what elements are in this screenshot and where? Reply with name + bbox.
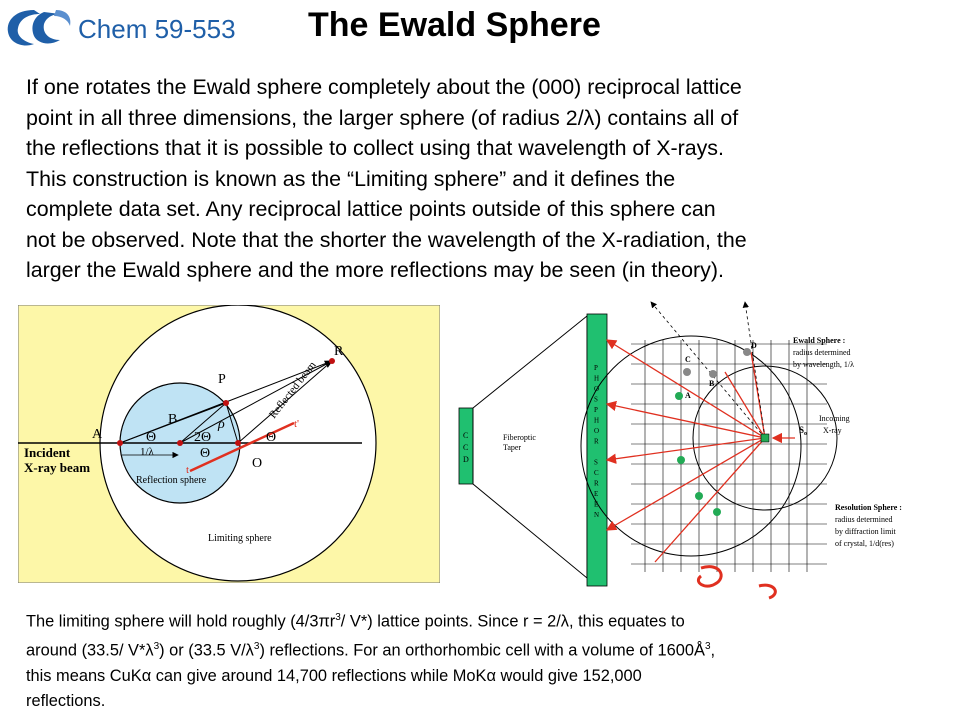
page-title: The Ewald Sphere <box>308 6 601 44</box>
limiting-sphere-label: Limiting sphere <box>208 533 272 544</box>
screen-letter: O <box>594 427 599 435</box>
point-r <box>329 358 335 364</box>
tangent-line <box>189 421 295 473</box>
ccd-letter: C <box>463 431 468 440</box>
screen-letter: S <box>594 396 598 404</box>
incoming-label-1: Incoming <box>819 414 850 423</box>
label-rho: ρ <box>217 417 225 432</box>
crystal <box>760 433 770 443</box>
ewald-title: Ewald Sphere : <box>793 336 845 345</box>
lattice-dot <box>683 368 691 376</box>
lattice-dot <box>695 492 703 500</box>
point-b <box>177 440 183 446</box>
screen-letter: R <box>594 438 599 446</box>
fiberoptic-taper <box>472 314 588 580</box>
phosphor-screen <box>586 313 608 587</box>
label-a: A <box>685 391 691 400</box>
incident-label-1: Incident <box>24 445 71 460</box>
label-two-theta: 2Θ <box>194 430 211 445</box>
intro-line: larger the Ewald sphere and the more ref… <box>26 258 724 282</box>
lattice-dot <box>677 456 685 464</box>
screen-letter: E <box>594 501 598 509</box>
screen-letter: N <box>594 511 599 519</box>
rotation-arrow-icon <box>696 565 723 588</box>
point-a <box>117 440 123 446</box>
resolution-desc-2: by diffraction limit <box>835 527 897 536</box>
label-one-over-lambda: 1/λ <box>140 446 155 458</box>
label-b: B <box>709 379 715 388</box>
intro-line: not be observed. Note that the shorter t… <box>26 227 747 252</box>
label-c: C <box>685 355 691 364</box>
label-theta-a: Θ <box>146 430 156 445</box>
label-o: O <box>252 456 262 471</box>
lattice-dot <box>713 508 721 516</box>
intro-line: If one rotates the Ewald sphere complete… <box>26 75 742 99</box>
screen-letter: H <box>594 375 599 383</box>
ewald-sphere <box>692 365 838 511</box>
university-logo <box>7 10 71 46</box>
screen-letter: R <box>594 480 599 488</box>
resolution-desc-3: of crystal, 1/d(res) <box>835 539 894 548</box>
screen-letter: C <box>594 469 599 477</box>
label-b: B <box>168 412 177 427</box>
screen-letter: H <box>594 417 599 425</box>
fiberoptic-label-1: Fiberoptic <box>503 433 536 442</box>
ewald-desc-2: by wavelength, 1/λ <box>793 360 854 369</box>
ccd-letter: D <box>463 455 469 464</box>
reflected-beam-line <box>179 360 333 444</box>
reflection-sphere-label: Reflection sphere <box>136 475 207 486</box>
ewald-construction-figure: A B P R O t t' ρ Θ 2Θ Θ Θ 1/λ Incident X… <box>18 305 440 583</box>
label-s-zero: So <box>799 425 807 437</box>
bottom-line: The limiting sphere will hold roughly (4… <box>26 612 685 631</box>
label-p: P <box>218 372 226 387</box>
bottom-line: around (33.5/ V*λ3) or (33.5 V/λ3) refle… <box>26 641 716 660</box>
label-t-prime: t' <box>294 418 299 430</box>
resolution-title: Resolution Sphere : <box>835 503 902 512</box>
resolution-sphere <box>580 335 802 557</box>
lattice-dot <box>743 348 751 356</box>
label-a: A <box>92 427 103 442</box>
incoming-label-2: X-ray <box>823 426 842 435</box>
reciprocal-lattice-grid <box>631 340 827 572</box>
screen-letter: P <box>594 406 598 414</box>
intro-line: the reflections that it is possible to c… <box>26 136 724 160</box>
incident-label-2: X-ray beam <box>24 460 90 475</box>
label-theta-c: Θ <box>266 430 276 445</box>
label-r: R <box>334 344 344 359</box>
intro-line: point in all three dimensions, the large… <box>26 105 739 130</box>
screen-letter: S <box>594 459 598 467</box>
point-o <box>235 440 241 446</box>
label-t: t <box>186 464 189 476</box>
point-p <box>223 400 229 406</box>
label-d: D <box>751 341 757 350</box>
rotation-arrow-icon <box>758 583 777 600</box>
screen-letter: P <box>594 364 598 372</box>
resolution-desc-1: radius determined <box>835 515 893 524</box>
intro-paragraph: If one rotates the Ewald sphere complete… <box>26 72 946 286</box>
bottom-paragraph: The limiting sphere will hold roughly (4… <box>26 605 956 714</box>
ewald-desc-1: radius determined <box>793 348 851 357</box>
bottom-line: reflections. <box>26 691 106 710</box>
ccd-letter: C <box>463 443 468 452</box>
label-theta-b: Θ <box>200 446 210 461</box>
screen-letter: E <box>594 490 598 498</box>
intro-line: complete data set. Any reciprocal lattic… <box>26 197 716 221</box>
fiberoptic-label-2: Taper <box>503 443 521 452</box>
lattice-dot <box>675 392 683 400</box>
intro-line: This construction is known as the “Limit… <box>26 166 676 191</box>
bottom-line: this means CuKα can give around 14,700 r… <box>26 666 642 685</box>
lattice-dot <box>709 370 717 378</box>
course-code: Chem 59-553 <box>78 14 236 44</box>
